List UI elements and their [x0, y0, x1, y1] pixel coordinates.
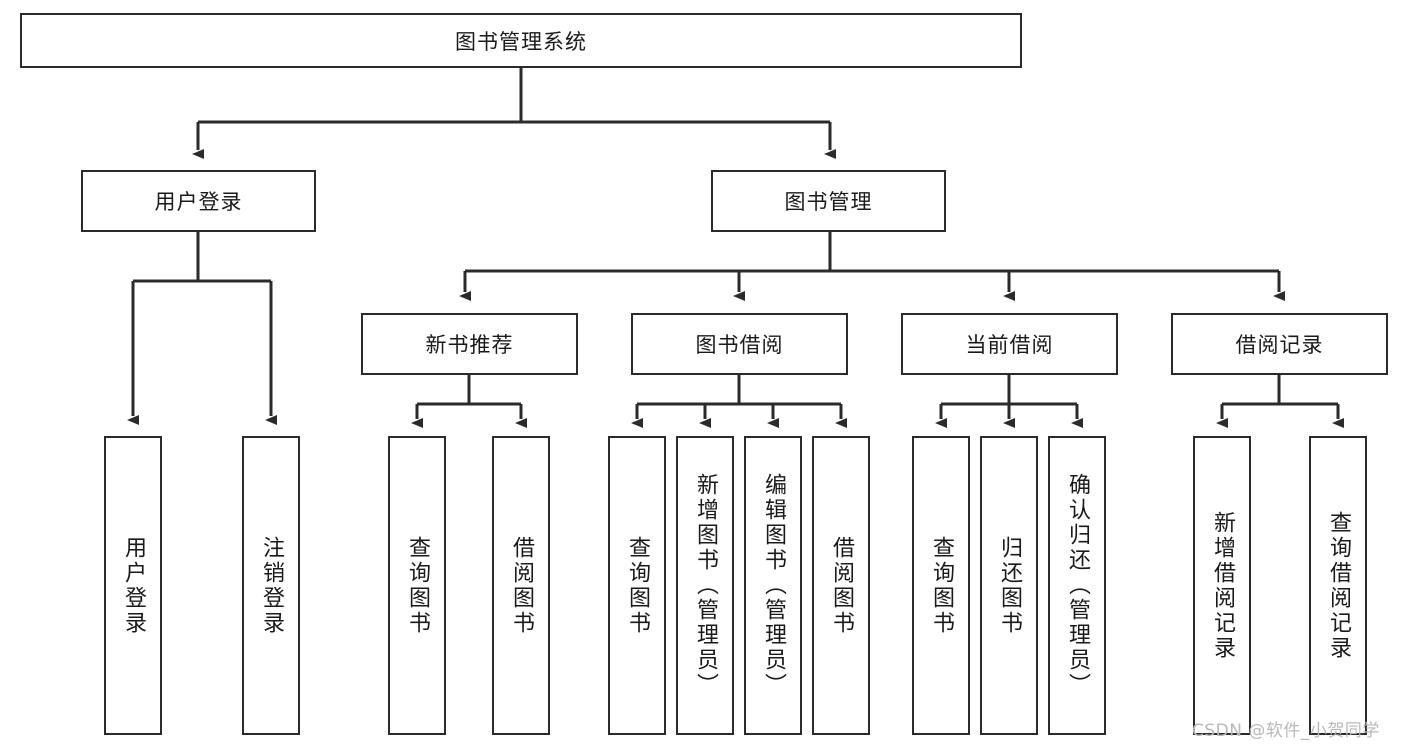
leaf-borrow-book-2-label: 借阅图书 — [828, 535, 854, 636]
node-new-book-recommend[interactable]: 新书推荐 — [361, 313, 578, 375]
leaf-query-book-1-label: 查询图书 — [404, 535, 430, 636]
node-borrow-record-label: 借阅记录 — [1235, 333, 1324, 357]
leaf-borrow-book-1[interactable]: 借阅图书 — [492, 436, 550, 735]
leaf-logout-login[interactable]: 注销登录 — [242, 436, 300, 735]
node-user-login-label: 用户登录 — [154, 190, 243, 214]
leaf-query-record-label: 查询借阅记录 — [1325, 510, 1351, 661]
leaf-query-book-1[interactable]: 查询图书 — [388, 436, 446, 735]
leaf-confirm-return-label: 确认归还（管理员） — [1064, 473, 1090, 698]
leaf-query-record[interactable]: 查询借阅记录 — [1309, 436, 1367, 735]
leaf-add-book[interactable]: 新增图书（管理员） — [676, 436, 734, 735]
node-book-manage[interactable]: 图书管理 — [711, 170, 946, 232]
leaf-user-login-label: 用户登录 — [120, 535, 146, 636]
node-book-borrow[interactable]: 图书借阅 — [631, 313, 848, 375]
leaf-borrow-book-2[interactable]: 借阅图书 — [812, 436, 870, 735]
node-new-book-recommend-label: 新书推荐 — [425, 333, 514, 357]
leaf-add-record[interactable]: 新增借阅记录 — [1193, 436, 1251, 735]
leaf-return-book[interactable]: 归还图书 — [980, 436, 1038, 735]
node-book-manage-label: 图书管理 — [784, 190, 873, 214]
leaf-logout-login-label: 注销登录 — [258, 535, 284, 636]
node-user-login[interactable]: 用户登录 — [81, 170, 316, 232]
leaf-add-book-label: 新增图书（管理员） — [692, 473, 718, 698]
node-borrow-record[interactable]: 借阅记录 — [1171, 313, 1388, 375]
leaf-query-book-3-label: 查询图书 — [928, 535, 954, 636]
node-current-borrow-label: 当前借阅 — [965, 333, 1054, 357]
leaf-return-book-label: 归还图书 — [996, 535, 1022, 636]
leaf-borrow-book-1-label: 借阅图书 — [508, 535, 534, 636]
node-root[interactable]: 图书管理系统 — [20, 13, 1022, 68]
leaf-edit-book[interactable]: 编辑图书（管理员） — [744, 436, 802, 735]
node-book-borrow-label: 图书借阅 — [695, 333, 784, 357]
leaf-edit-book-label: 编辑图书（管理员） — [760, 473, 786, 698]
node-root-label: 图书管理系统 — [455, 29, 587, 54]
leaf-query-book-2-label: 查询图书 — [624, 535, 650, 636]
leaf-confirm-return[interactable]: 确认归还（管理员） — [1048, 436, 1106, 735]
csdn-watermark: CSDN @软件_小贺同学 — [1192, 721, 1380, 741]
leaf-add-record-label: 新增借阅记录 — [1209, 510, 1235, 661]
node-current-borrow[interactable]: 当前借阅 — [901, 313, 1118, 375]
leaf-query-book-2[interactable]: 查询图书 — [608, 436, 666, 735]
leaf-user-login[interactable]: 用户登录 — [104, 436, 162, 735]
leaf-query-book-3[interactable]: 查询图书 — [912, 436, 970, 735]
